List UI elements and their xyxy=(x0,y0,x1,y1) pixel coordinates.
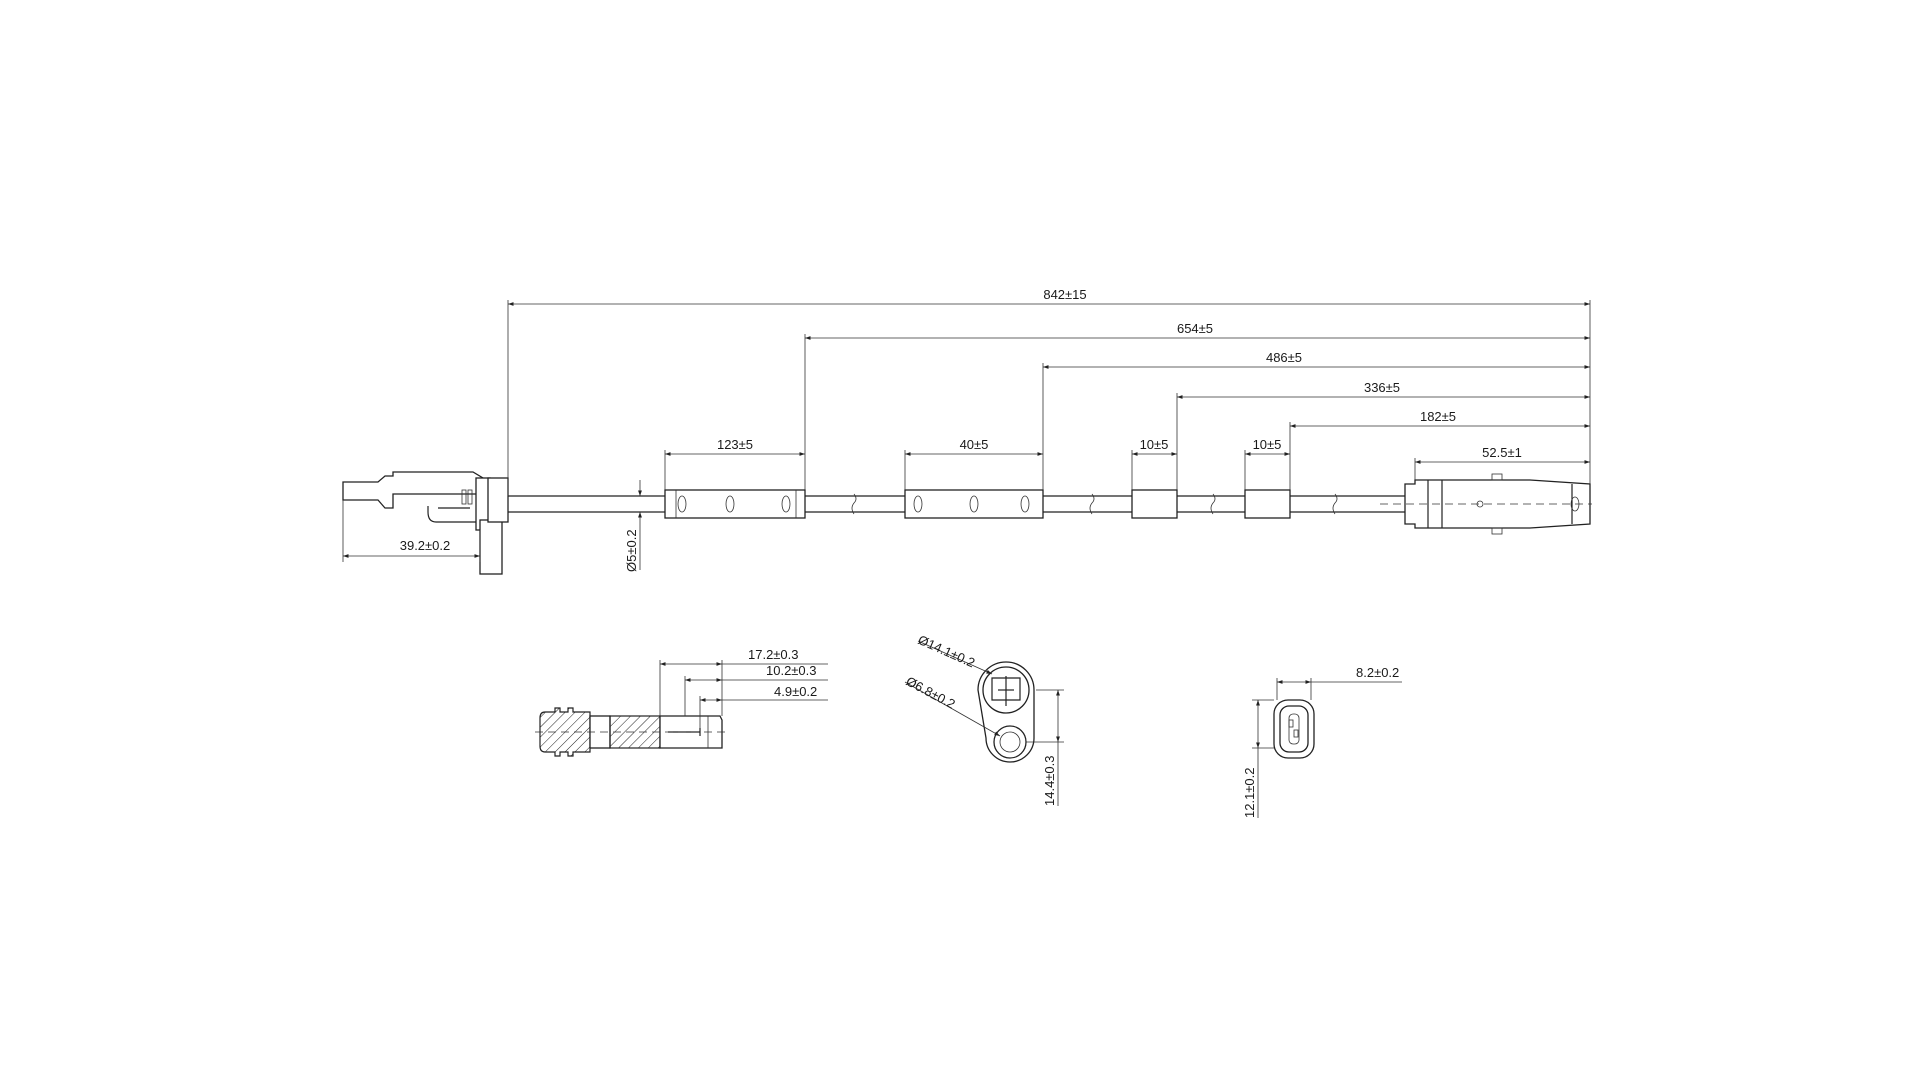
dim-flange-pitch: 14.4±0.3 xyxy=(1026,689,1064,806)
dim-flange-outer-label: Ø14.1±0.2 xyxy=(916,632,977,670)
dim-flange-pitch-label: 14.4±0.3 xyxy=(1042,755,1057,806)
dim-total-length: 842±15 xyxy=(507,287,1591,496)
dim-sensor-length-label: 39.2±0.2 xyxy=(400,538,451,553)
dim-connector-height-label: 12.1±0.2 xyxy=(1242,767,1257,818)
dim-clip2-length-label: 10±5 xyxy=(1253,437,1282,452)
dim-clip1-position: 336±5 xyxy=(1176,380,1590,490)
dim-grommet2-length-label: 40±5 xyxy=(960,437,989,452)
dim-grommet1-position: 654±5 xyxy=(804,321,1590,490)
dim-section-b-label: 10.2±0.3 xyxy=(766,663,817,678)
dim-connector-width-label: 8.2±0.2 xyxy=(1356,665,1399,680)
dim-clip1-position-label: 336±5 xyxy=(1364,380,1400,395)
dim-flange-outer: Ø14.1±0.2 xyxy=(916,632,993,675)
dim-section-c-label: 4.9±0.2 xyxy=(774,684,817,699)
dim-clip1-length-label: 10±5 xyxy=(1140,437,1169,452)
dim-total-length-label: 842±15 xyxy=(1043,287,1086,302)
dim-clip2-position-label: 182±5 xyxy=(1420,409,1456,424)
dim-section-a-label: 17.2±0.3 xyxy=(748,647,799,662)
grommet-1 xyxy=(664,489,806,519)
connector-face-view xyxy=(1273,699,1315,759)
clip-1 xyxy=(1131,489,1178,519)
dim-grommet1-position-label: 654±5 xyxy=(1177,321,1213,336)
dim-cable-diameter-label: Ø5±0.2 xyxy=(624,529,639,572)
dim-clip1-length: 10±5 xyxy=(1131,437,1177,490)
dim-grommet1-length-label: 123±5 xyxy=(717,437,753,452)
dim-cable-diameter: Ø5±0.2 xyxy=(624,480,642,572)
dim-section-a: 17.2±0.3 xyxy=(659,647,828,716)
dim-connector-width: 8.2±0.2 xyxy=(1276,665,1402,700)
dim-connector-length: 52.5±1 xyxy=(1414,445,1590,480)
cable-break-marks xyxy=(851,493,1338,515)
connector-end xyxy=(1380,473,1592,535)
dim-grommet1-length: 123±5 xyxy=(664,437,805,490)
dim-section-b: 10.2±0.3 xyxy=(684,663,828,716)
section-view xyxy=(535,707,727,757)
dim-clip2-position: 182±5 xyxy=(1289,409,1590,490)
dim-flange-hole-label: Ø6.8±0.2 xyxy=(904,673,958,711)
dim-sensor-length: 39.2±0.2 xyxy=(342,500,481,562)
grommet-2 xyxy=(904,489,1044,519)
dim-grommet2-position-label: 486±5 xyxy=(1266,350,1302,365)
dim-grommet2-length: 40±5 xyxy=(904,437,1043,490)
dim-connector-length-label: 52.5±1 xyxy=(1482,445,1522,460)
sensor-head xyxy=(342,471,509,575)
clip-2 xyxy=(1244,489,1291,519)
flange-view xyxy=(977,661,1035,763)
dim-connector-height: 12.1±0.2 xyxy=(1242,699,1274,818)
dim-clip2-length: 10±5 xyxy=(1244,437,1290,490)
dim-grommet2-position: 486±5 xyxy=(1042,350,1590,490)
dim-section-c: 4.9±0.2 xyxy=(699,684,828,728)
